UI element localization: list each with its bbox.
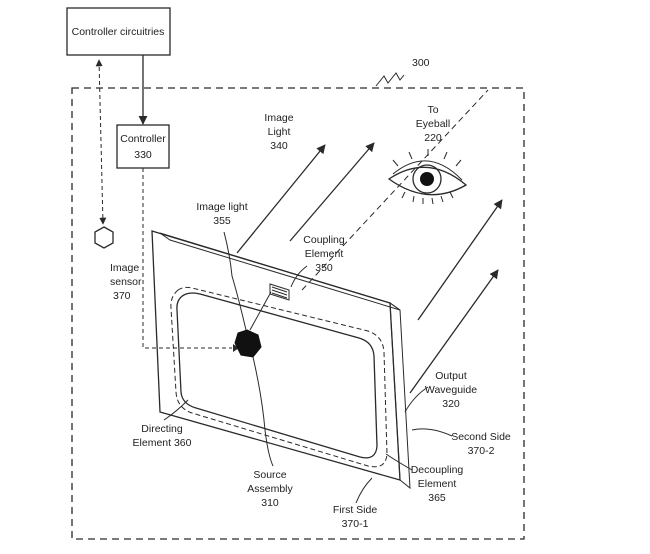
controller-to-source-arrowhead [233,344,239,352]
controller-circuitries-box: Controller circuitries [66,7,171,56]
source-assembly-leader [252,356,274,467]
image-light-355-line1: Image light [196,201,247,213]
second-side-line2: 370-2 [468,445,495,457]
figure-number: 300 [412,57,430,69]
line-of-sight-dashed [301,89,489,291]
figure-leader-squiggle [375,72,405,87]
image-sensor-label-3: 370 [113,290,131,302]
first-side-leader [355,477,373,504]
directing-element-leader [163,399,189,421]
controller-label: Controller [120,133,166,145]
coupling-element-line2: Element [305,248,344,260]
image-light-arrow-1 [236,144,326,254]
source-assembly-line2: Assembly [247,483,293,495]
output-waveguide-line1: Output [435,370,467,382]
source-assembly-icon [234,329,262,358]
second-side-line1: Second Side [451,431,511,443]
to-eyeball-line3: 220 [424,132,442,144]
directing-element [176,292,378,459]
decoupling-element-line2: Element [418,478,457,490]
waveguide-side-edge [389,301,411,490]
image-sensor-icon [94,226,114,249]
source-assembly-line1: Source [253,469,286,481]
image-light-355-line2: 355 [213,215,231,227]
coupling-element-icon [269,283,290,301]
source-assembly-line3: 310 [261,497,279,509]
image-light-340-line2: Light [268,126,291,138]
image-light-355-segment [249,291,272,331]
image-light-340-line3: 340 [270,140,288,152]
output-waveguide-panel [151,230,401,481]
decoupling-element-line3: 365 [428,492,446,504]
directing-element-line1: Directing [141,423,183,435]
output-waveguide-line3: 320 [442,398,460,410]
system-enclosure [71,87,525,540]
output-waveguide-line2: Waveguide [425,384,477,396]
image-light-arrow-4 [409,269,499,394]
controller-circuitries-label: Controller circuitries [72,26,165,38]
coupling-element-leader [290,265,308,288]
first-side-line2: 370-1 [342,518,369,530]
directing-element-line2: Element 360 [133,437,192,449]
image-light-arrow-2 [289,142,375,242]
controller-box: Controller 330 [116,124,170,169]
controller-to-source-dashed-line [142,168,232,349]
output-waveguide-leader [404,386,429,413]
image-light-355-path-upper [223,231,247,331]
image-sensor-label-1: Image [110,262,139,274]
first-side-line1: First Side [333,504,378,516]
image-light-340-line1: Image [264,112,293,124]
controller-number: 330 [134,149,152,161]
decoupling-element-leader [385,453,413,471]
to-eyeball-line1: To [427,104,438,116]
eyeball-icon [387,149,468,205]
coupling-element-line1: Coupling [303,234,345,246]
decoupling-element-line1: Decoupling [411,464,464,476]
second-side-leader [411,428,453,437]
decoupling-element [170,286,388,468]
sensor-link-dashed-arrow [95,59,107,225]
image-sensor-label-2: sensor [110,276,142,288]
coupling-element-line3: 350 [315,262,333,274]
to-eyeball-line2: Eyeball [416,118,450,130]
image-light-arrow-3 [417,199,503,321]
